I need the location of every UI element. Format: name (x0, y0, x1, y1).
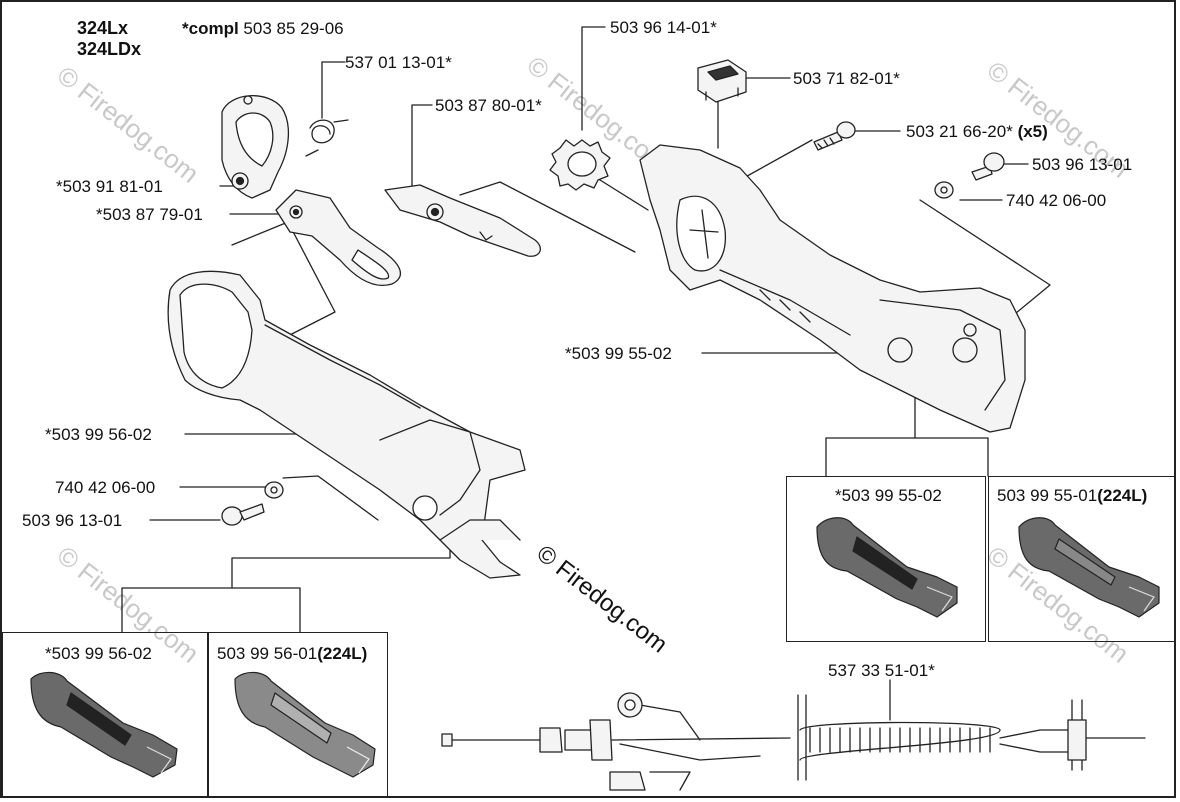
label-503-71-82: 503 71 82-01* (793, 69, 900, 88)
stop-switch-part (697, 59, 747, 103)
label-503-96-13-right: 503 96 13-01 (1032, 155, 1133, 174)
compl-number: 503 85 29-06 (243, 19, 344, 38)
handle-half-right (639, 144, 1026, 433)
grip-image (30, 671, 178, 778)
label-503-87-79: *503 87 79-01 (96, 205, 203, 224)
washer-left-part (264, 481, 284, 499)
throttle-trigger (275, 189, 402, 286)
handle-half-left (167, 270, 526, 579)
compl-prefix: *compl (182, 19, 239, 38)
grip-image (816, 517, 958, 618)
label-503-21-66-qty: (x5) (1017, 122, 1048, 141)
label-503-87-80: 503 87 80-01* (435, 96, 542, 115)
variant-box-left-a: *503 99 56-02 (2, 632, 208, 798)
grip-image (1018, 517, 1160, 618)
label-503-96-13-left: 503 96 13-01 (22, 511, 123, 530)
label-740-42-06-right: 740 42 06-00 (1006, 191, 1107, 210)
variant-label: 503 99 56-01 (217, 644, 318, 663)
star-nut-part (549, 139, 611, 191)
label-537-33-51: 537 33 51-01* (828, 661, 935, 680)
variant-box-left-b: 503 99 56-01(224L) (208, 632, 388, 798)
label-740-42-06-left: 740 42 06-00 (55, 478, 156, 497)
label-503-99-55-02: *503 99 55-02 (565, 344, 672, 363)
variant-suffix: (224L) (1097, 486, 1148, 505)
leader-lines (121, 26, 1051, 721)
variant-label: *503 99 55-02 (835, 486, 942, 505)
model-name-primary: 324Lx (77, 18, 129, 38)
screw-left-part (221, 503, 265, 526)
screw-part (813, 121, 856, 151)
variant-label: *503 99 56-02 (45, 644, 152, 663)
spring-part (305, 119, 349, 157)
model-name-secondary: 324LDx (77, 39, 142, 59)
clip-part (221, 95, 290, 199)
variant-box-right-b: 503 99 55-01(224L) (988, 476, 1176, 642)
label-503-21-66: 503 21 66-20* (906, 122, 1013, 141)
lever-part (384, 184, 541, 257)
grip-image (234, 671, 376, 778)
variant-suffix: (224L) (317, 644, 368, 663)
label-503-96-14: 503 96 14-01* (610, 18, 717, 37)
label-537-01-13: 537 01 13-01* (345, 53, 452, 72)
washer-right-part (934, 181, 954, 199)
label-503-99-56-02: *503 99 56-02 (45, 425, 152, 444)
label-503-91-81: *503 91 81-01 (56, 177, 163, 196)
variant-label: 503 99 55-01 (997, 486, 1098, 505)
variant-box-right-a: *503 99 55-02 (786, 476, 986, 642)
throttle-cable-part (441, 692, 1146, 791)
screw-right-part (971, 152, 1005, 181)
